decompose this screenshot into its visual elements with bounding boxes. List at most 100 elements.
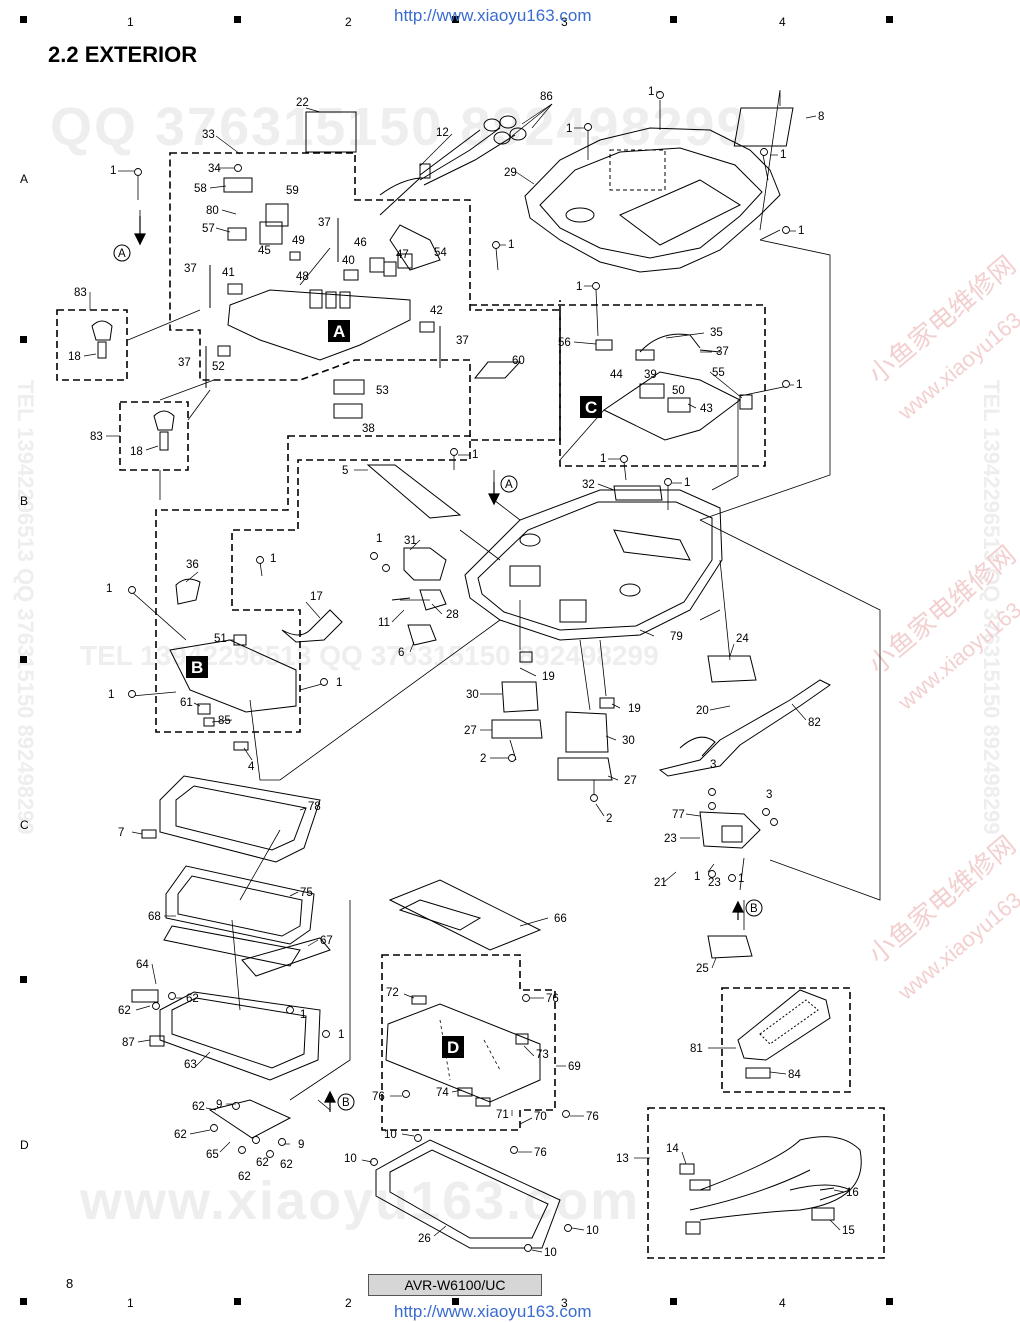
part-label: 37	[184, 263, 197, 275]
corner-mark	[886, 1298, 893, 1305]
edge-mark	[20, 976, 27, 983]
part-label: 1	[684, 477, 690, 489]
part-75-lcd-panel	[165, 865, 315, 945]
part-label: 16	[846, 1187, 859, 1199]
part-label: 61	[180, 697, 193, 709]
part-29-top-cover	[524, 127, 781, 273]
part-label: 19	[628, 703, 641, 715]
part-label: 52	[212, 361, 225, 373]
part-19-pad-upper	[519, 651, 533, 663]
part-label: 72	[386, 987, 399, 999]
part-label: 21	[654, 877, 667, 889]
section-label-a: A	[333, 322, 345, 341]
part-label: 62	[256, 1157, 269, 1169]
part-label: 60	[512, 355, 525, 367]
group-outline-c	[470, 300, 766, 467]
part-24-cover	[707, 655, 757, 683]
part-label: 76	[586, 1111, 599, 1123]
part-label: 76	[372, 1091, 385, 1103]
part-13-power-cable	[689, 1136, 862, 1221]
part-label: 4	[248, 761, 255, 773]
part-82-flex-cable	[658, 679, 831, 777]
page-number: 8	[66, 1276, 74, 1291]
part-label: 31	[404, 535, 417, 547]
corner-mark	[20, 1298, 27, 1305]
section-badge-c	[580, 396, 602, 418]
part-22-sheet	[305, 111, 357, 153]
part-label: 23	[664, 833, 677, 845]
part-25-hinge-block	[707, 935, 753, 959]
row-letter: C	[20, 818, 29, 832]
part-label: 35	[710, 327, 723, 339]
section-badge-b	[186, 656, 208, 678]
row-letter: D	[20, 1138, 29, 1152]
group-outline-81	[721, 987, 851, 1093]
part-label: 1	[576, 281, 582, 293]
arrow-ref-b-lower: B	[342, 1097, 350, 1109]
part-label: 1	[108, 689, 114, 701]
part-label: 11	[378, 617, 390, 629]
part-label: 77	[672, 809, 685, 821]
section-badge-a	[328, 320, 350, 342]
part-label: 67	[320, 935, 333, 947]
part-66-shield-sheet	[388, 879, 542, 951]
part-32-bracket	[613, 485, 663, 501]
part-label: 62	[118, 1005, 131, 1017]
part-30-hinge-right	[565, 711, 609, 753]
part-label: 76	[534, 1147, 547, 1159]
part-c-board	[603, 371, 741, 441]
column-number: 4	[779, 1296, 786, 1310]
part-label: 30	[466, 689, 479, 701]
part-label: 10	[384, 1129, 397, 1141]
part-label: 34	[208, 163, 221, 175]
part-label: 45	[258, 245, 271, 257]
part-label: 10	[544, 1247, 557, 1259]
part-label: 6	[398, 647, 404, 659]
corner-mark	[20, 16, 27, 23]
part-label: 29	[504, 167, 517, 179]
part-label: 71	[496, 1109, 509, 1121]
part-label: 37	[456, 335, 469, 347]
watermark-side-right: TEL 13942296513 QQ 376315150 892498299	[979, 380, 1004, 835]
part-label: 33	[202, 129, 215, 141]
group-outline-a	[169, 152, 561, 441]
section-label-c: C	[585, 398, 597, 417]
watermark-side-left: TEL 13942296513 QQ 376315150 892498299	[13, 380, 38, 835]
part-label: 1	[300, 1009, 306, 1021]
section-badge-d	[442, 1036, 464, 1058]
part-label: 65	[206, 1149, 219, 1161]
part-label: 14	[666, 1143, 679, 1155]
watermark-qq: QQ 376315150 892498299	[50, 97, 749, 157]
part-label: 1	[780, 149, 786, 161]
part-label: 24	[736, 633, 749, 645]
edge-mark	[452, 16, 459, 23]
part-label: 27	[624, 775, 637, 787]
part-label: 41	[222, 267, 235, 279]
part-labels: 1 1 1 1 1 1 1 1 1 1 1 1 1 1 1 1 1 1 1 1 …	[68, 86, 859, 1259]
part-label: 47	[396, 249, 409, 261]
edge-mark	[670, 1298, 677, 1305]
part-28-bracket	[419, 589, 447, 611]
part-label: 64	[136, 959, 149, 971]
part-label: 70	[534, 1111, 547, 1123]
part-17-cable	[281, 609, 343, 643]
edge-mark	[20, 336, 27, 343]
part-label: 76	[546, 993, 559, 1005]
part-label: 40	[342, 255, 355, 267]
column-number: 2	[345, 1296, 352, 1310]
part-18-knob-b	[153, 410, 175, 431]
part-label: 1	[694, 871, 700, 883]
part-label: 1	[600, 453, 606, 465]
column-number: 1	[127, 15, 134, 29]
part-label: 38	[362, 423, 375, 435]
part-label: 62	[280, 1159, 293, 1171]
part-label: 1	[472, 449, 478, 461]
part-label: 26	[418, 1233, 431, 1245]
part-label: 7	[118, 827, 124, 839]
part-31-bracket	[403, 547, 447, 581]
part-label: 42	[430, 305, 443, 317]
part-77-hinge-assembly	[699, 811, 761, 849]
part-label: 22	[296, 97, 309, 109]
edge-mark	[452, 1298, 459, 1305]
arrow-ref-a-middle: A	[505, 479, 513, 491]
